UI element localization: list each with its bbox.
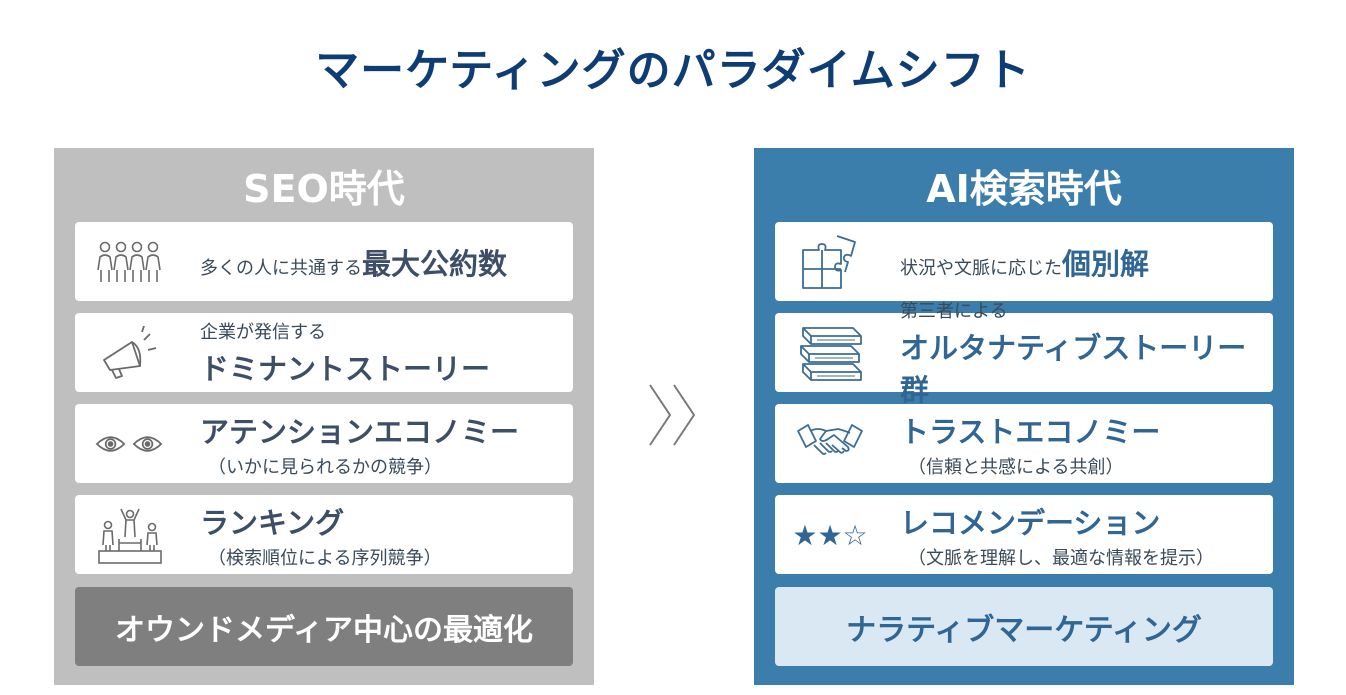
ai-search-era-panel: AI検索時代 状況や文脈に応じた 個別解 第三者による xyxy=(754,148,1294,685)
card-prefix: 企業が発信する xyxy=(200,321,326,343)
podium-icon xyxy=(95,505,165,565)
panel-summary: オウンドメディア中心の最適化 xyxy=(75,587,573,666)
books-icon xyxy=(795,323,865,383)
rating-stars: ★★☆ xyxy=(792,518,868,552)
panel-summary: ナラティブマーケティング xyxy=(775,587,1273,666)
card-subtext: （信頼と共感による共創） xyxy=(908,456,1124,478)
chevron-right-icon xyxy=(644,383,700,451)
people-icon xyxy=(95,232,165,292)
card-keyword: 個別解 xyxy=(1062,246,1150,281)
card-prefix: 第三者による xyxy=(900,300,1008,322)
card-keyword: オルタナティブストーリー群 xyxy=(900,330,1247,407)
card-keyword: 最大公約数 xyxy=(362,246,508,281)
card-keyword: レコメンデーション xyxy=(900,505,1161,540)
card-dominant-story: 企業が発信する ドミナントストーリー xyxy=(75,313,573,392)
card-keyword: ドミナントストーリー xyxy=(200,351,491,386)
panel-heading: SEO時代 xyxy=(243,167,405,211)
card-ranking: ランキング （検索順位による序列競争） xyxy=(75,495,573,574)
card-subtext: （いかに見られるかの競争） xyxy=(208,456,442,478)
megaphone-icon xyxy=(95,323,165,383)
card-subtext: （文脈を理解し、最適な情報を提示） xyxy=(908,547,1214,569)
seo-era-panel: SEO時代 多くの人に共通する 最大公約数 xyxy=(54,148,594,685)
card-subtext: （検索順位による序列競争） xyxy=(208,547,442,569)
stars-icon: ★★☆ xyxy=(792,505,868,565)
page-title: マーケティングのパラダイムシフト xyxy=(315,45,1031,96)
card-prefix: 多くの人に共通する xyxy=(200,257,362,279)
card-lowest-common-denominator: 多くの人に共通する 最大公約数 xyxy=(75,222,573,301)
card-alternative-stories: 第三者による オルタナティブストーリー群 xyxy=(775,301,1273,407)
card-keyword: アテンションエコノミー xyxy=(200,414,520,449)
card-prefix: 状況や文脈に応じた xyxy=(900,257,1062,279)
card-keyword: ランキング xyxy=(200,505,345,540)
card-recommendation: ★★☆ レコメンデーション （文脈を理解し、最適な情報を提示） xyxy=(775,495,1273,574)
card-keyword: トラストエコノミー xyxy=(900,414,1161,449)
handshake-icon xyxy=(795,414,865,474)
panel-heading: AI検索時代 xyxy=(926,167,1122,211)
puzzle-icon xyxy=(795,232,865,292)
card-individual-solution: 状況や文脈に応じた 個別解 xyxy=(775,222,1273,301)
card-attention-economy: アテンションエコノミー （いかに見られるかの競争） xyxy=(75,404,573,483)
card-trust-economy: トラストエコノミー （信頼と共感による共創） xyxy=(775,404,1273,483)
eyes-icon xyxy=(95,414,165,474)
